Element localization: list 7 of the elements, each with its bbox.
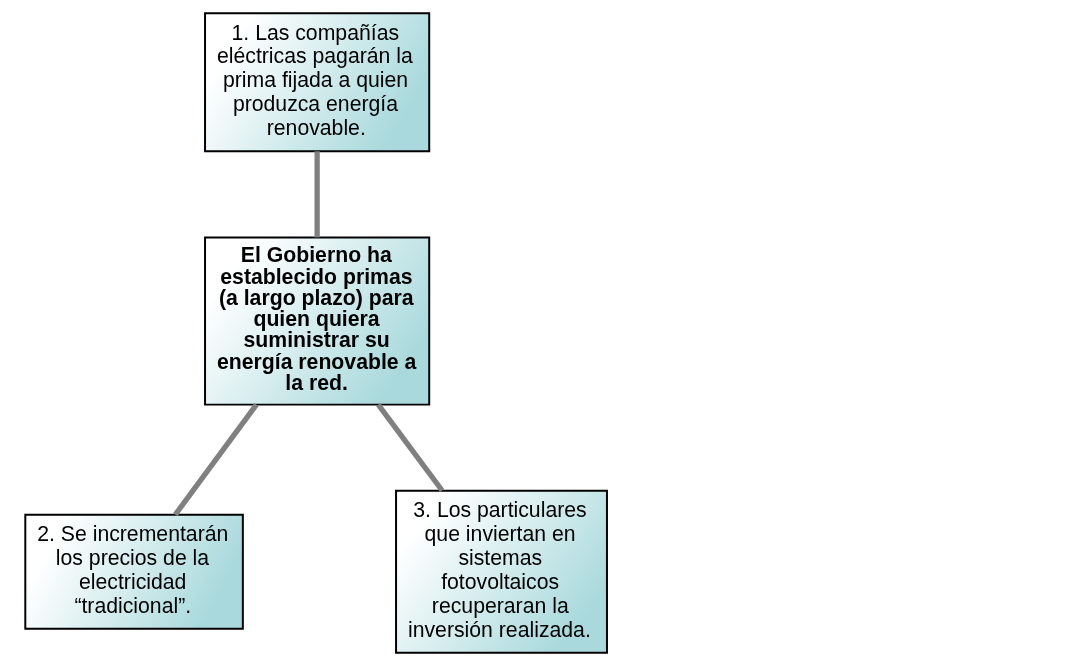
node-box: 3. Los particulares que inviertan en sistemas fotovoltaicos recuperaran la inversión realizada. xyxy=(394,489,608,654)
node-box: 2. Se incrementarán los precios de la electricidad “tradicional”. xyxy=(23,513,244,630)
node-box: 1. Las compañías eléctricas pagarán la prima fijada a quien produzca energía renovable. xyxy=(203,12,430,153)
connector xyxy=(313,151,320,238)
node-box: El Gobierno ha establecido primas (a largo plazo) para quien quiera suministrar su energía renovable a la red. xyxy=(203,236,430,406)
connector xyxy=(375,403,444,493)
connector xyxy=(172,403,259,517)
